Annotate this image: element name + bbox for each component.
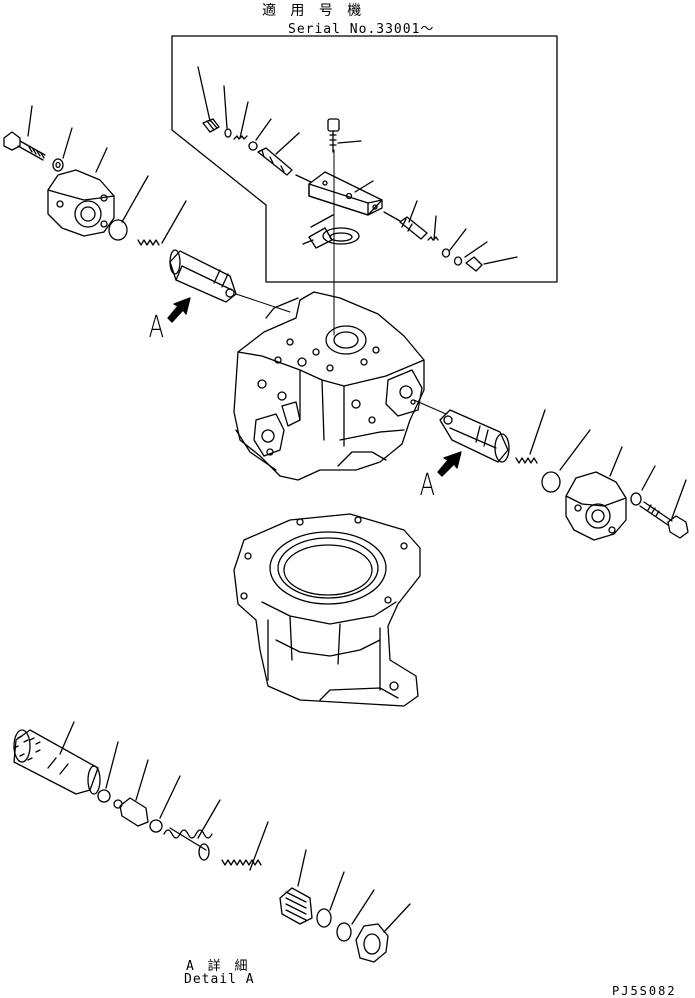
serial-inset-box: [172, 36, 557, 282]
inset-oring-1: [225, 129, 231, 137]
detail-seat: [280, 888, 312, 924]
inset-plug-right: [466, 257, 482, 271]
inset-cap-screw: [328, 119, 339, 131]
detail-a-parts: [14, 722, 410, 962]
left-cover-group: [4, 106, 290, 322]
inset-washer-1: [249, 142, 257, 150]
right-spring: [516, 458, 537, 463]
applicable-serial-heading-jp: 適 用 号 機: [262, 3, 365, 19]
inset-spring-1: [234, 136, 247, 139]
left-oring: [109, 220, 127, 240]
left-spring: [138, 240, 159, 245]
pump-casing: [234, 514, 420, 706]
detail-oring-3: [337, 923, 351, 941]
detail-nut: [356, 924, 388, 962]
drawing-code: PJ5S082: [612, 984, 677, 998]
arrow-a-right: [438, 452, 461, 476]
inset-oring-2: [455, 257, 462, 265]
detail-oring-1: [150, 820, 162, 832]
inset-poppet-right: [400, 217, 427, 239]
detail-spring-large: [164, 828, 212, 850]
inset-poppet-left: [258, 148, 292, 175]
detail-sleeve: [14, 730, 98, 794]
detail-a-caption-jp: A 詳 細: [186, 959, 251, 974]
serial-number-range: Serial No.33001～: [288, 22, 435, 37]
detail-ring-1: [98, 790, 110, 802]
inset-valve-block: [309, 172, 382, 215]
detail-spring-small: [222, 860, 261, 865]
right-washer: [631, 493, 641, 505]
left-flange-cover: [48, 170, 114, 236]
right-cover-group: [438, 410, 688, 540]
right-bolt: [668, 516, 688, 538]
left-washer: [53, 159, 63, 171]
view-label-a-left: A: [148, 310, 164, 345]
right-valve-cartridge: [440, 410, 508, 462]
inset-washer-2: [443, 249, 450, 257]
left-bolt: [4, 132, 20, 150]
right-oring: [542, 472, 560, 492]
right-flange-cover: [566, 472, 626, 540]
inset-seal-ring: [323, 228, 359, 244]
detail-piston: [120, 798, 148, 826]
detail-oring-2: [317, 909, 331, 927]
valve-housing: [234, 292, 446, 480]
arrow-a-left: [168, 298, 190, 322]
inset-spring-2: [428, 237, 438, 240]
detail-a-caption-en: Detail A: [184, 972, 255, 987]
view-label-a-right: A: [419, 468, 435, 503]
inset-parts: [198, 67, 517, 335]
